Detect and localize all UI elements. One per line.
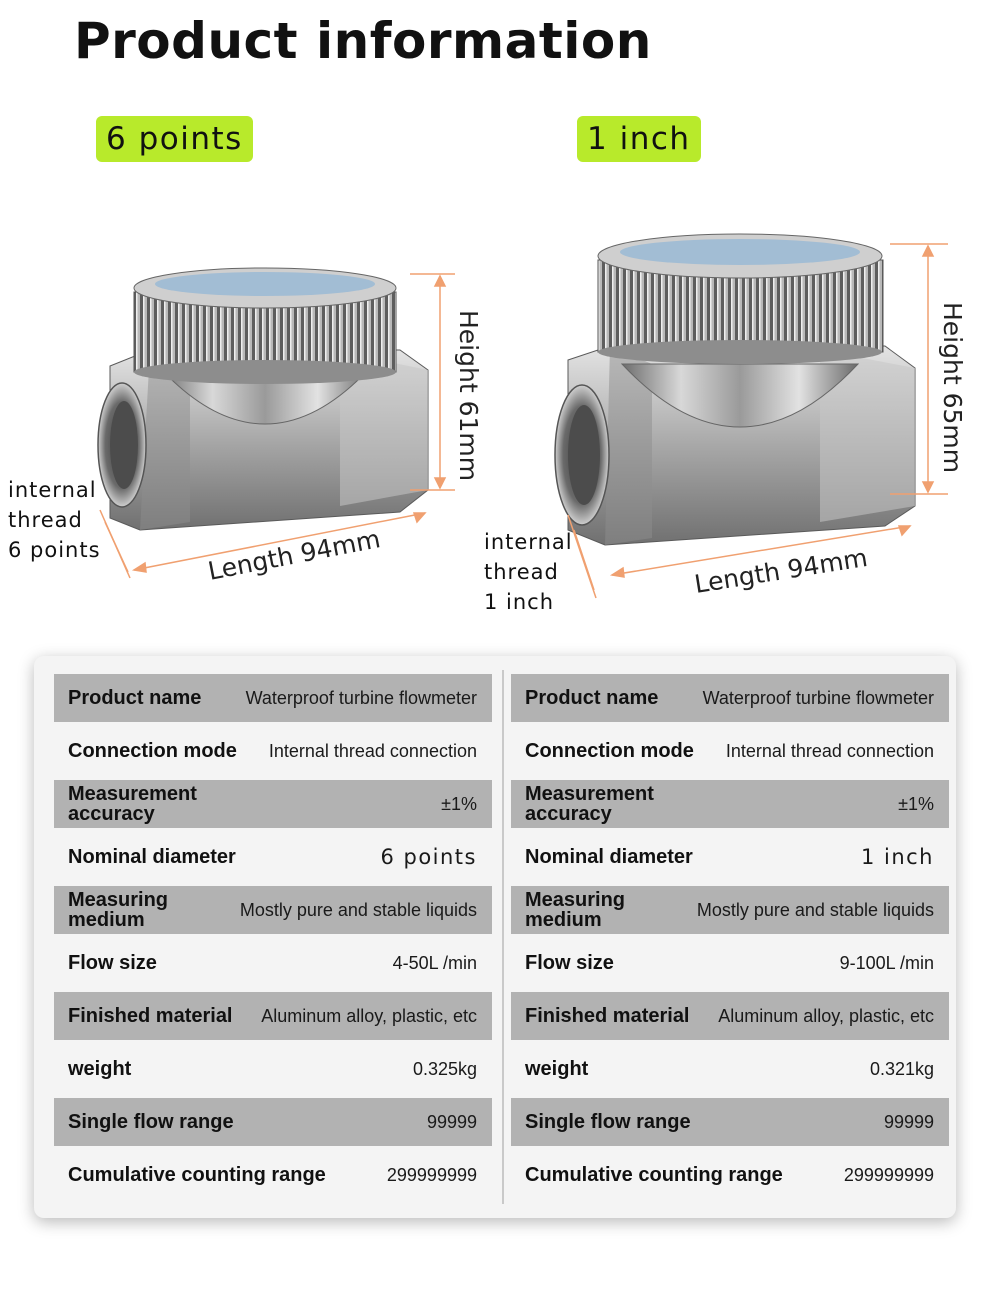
spec-value: 0.325kg <box>412 1058 477 1079</box>
spec-row: Measurement accuracy ±1% <box>54 780 492 828</box>
length-label-6-points: Length 94mm <box>206 524 383 586</box>
spec-row: Product name Waterproof turbine flowmeter <box>54 674 492 722</box>
flowmeter-1-inch-image <box>554 233 916 546</box>
spec-key: Cumulative counting range <box>525 1164 783 1186</box>
spec-key: Single flow range <box>525 1111 691 1133</box>
thread-label-line: thread <box>484 560 559 584</box>
spec-row: Single flow range 99999 <box>511 1098 949 1146</box>
spec-row: Nominal diameter 6 points <box>54 833 492 881</box>
thread-label-line: internal <box>484 530 573 554</box>
spec-key: Finished material <box>68 1005 233 1027</box>
spec-value: Mostly pure and stable liquids <box>239 899 477 920</box>
spec-key: Flow size <box>525 952 614 974</box>
spec-row: Cumulative counting range 299999999 <box>54 1151 492 1199</box>
spec-value: 1 inch <box>860 845 934 869</box>
spec-key: Single flow range <box>68 1111 234 1133</box>
thread-label-line: 6 points <box>8 538 101 562</box>
page-title: Product information <box>74 12 652 70</box>
thread-label-line: internal <box>8 478 97 502</box>
spec-value: ±1% <box>898 793 934 814</box>
spec-row: Finished material Aluminum alloy, plastic… <box>54 992 492 1040</box>
variant-badge-6-points: 6 points <box>96 116 253 162</box>
spec-key: Measuring medium <box>525 889 626 931</box>
spec-value: 99999 <box>426 1111 477 1132</box>
height-label-1-inch: Height 65mm <box>938 302 967 473</box>
spec-key: Flow size <box>68 952 157 974</box>
spec-table-6-points: Product name Waterproof turbine flowmeter… <box>54 674 492 1204</box>
spec-value: Mostly pure and stable liquids <box>696 899 934 920</box>
flowmeter-6-points-image <box>97 267 429 531</box>
thread-label-line: 1 inch <box>484 590 555 614</box>
spec-row: Nominal diameter 1 inch <box>511 833 949 881</box>
spec-row: Flow size 4-50L /min <box>54 939 492 987</box>
column-divider <box>502 670 504 1204</box>
spec-value: 299999999 <box>386 1164 477 1185</box>
spec-key: Nominal diameter <box>68 846 236 868</box>
thread-label-line: thread <box>8 508 83 532</box>
spec-value: 299999999 <box>843 1164 934 1185</box>
spec-panel: Product name Waterproof turbine flowmeter… <box>34 656 956 1218</box>
spec-table-1-inch: Product name Waterproof turbine flowmeter… <box>511 674 949 1204</box>
spec-key: weight <box>525 1058 589 1080</box>
height-label-6-points: Height 61mm <box>454 310 483 481</box>
spec-row: Flow size 9-100L /min <box>511 939 949 987</box>
spec-value: 4-50L /min <box>392 952 477 973</box>
spec-row: Cumulative counting range 299999999 <box>511 1151 949 1199</box>
spec-key: Connection mode <box>68 740 237 762</box>
length-label-1-inch: Length 94mm <box>692 543 869 599</box>
spec-row: Single flow range 99999 <box>54 1098 492 1146</box>
spec-key: Connection mode <box>525 740 694 762</box>
spec-key: Nominal diameter <box>525 846 693 868</box>
spec-row: Measurement accuracy ±1% <box>511 780 949 828</box>
variant-badge-1-inch: 1 inch <box>577 116 701 162</box>
spec-key: Product name <box>68 687 202 709</box>
spec-value: 0.321kg <box>869 1058 934 1079</box>
spec-value: 6 points <box>380 845 477 869</box>
thread-label-1-inch: internal thread 1 inch <box>484 527 573 617</box>
spec-value: 9-100L /min <box>839 952 934 973</box>
spec-row: Measuring medium Mostly pure and stable l… <box>54 886 492 934</box>
spec-key: Finished material <box>525 1005 690 1027</box>
spec-value: Waterproof turbine flowmeter <box>702 687 934 708</box>
spec-value: Aluminum alloy, plastic, etc <box>261 1005 477 1026</box>
thread-label-6-points: internal thread 6 points <box>8 475 101 565</box>
spec-value: Internal thread connection <box>725 740 934 761</box>
spec-row: weight 0.321kg <box>511 1045 949 1093</box>
product-illustrations: Height 61mm Length 94mm Height 65mm Leng… <box>97 233 967 599</box>
spec-row: Measuring medium Mostly pure and stable l… <box>511 886 949 934</box>
spec-key: Measurement accuracy <box>525 783 654 825</box>
spec-row: weight 0.325kg <box>54 1045 492 1093</box>
spec-value: Internal thread connection <box>268 740 477 761</box>
spec-key: Cumulative counting range <box>68 1164 326 1186</box>
spec-value: ±1% <box>441 793 477 814</box>
spec-value: 99999 <box>883 1111 934 1132</box>
spec-value: Waterproof turbine flowmeter <box>245 687 477 708</box>
spec-row: Connection mode Internal thread connectio… <box>511 727 949 775</box>
spec-key: Measurement accuracy <box>68 783 197 825</box>
spec-row: Finished material Aluminum alloy, plastic… <box>511 992 949 1040</box>
spec-key: Product name <box>525 687 659 709</box>
spec-key: weight <box>68 1058 132 1080</box>
spec-key: Measuring medium <box>68 889 169 931</box>
spec-row: Connection mode Internal thread connectio… <box>54 727 492 775</box>
spec-row: Product name Waterproof turbine flowmeter <box>511 674 949 722</box>
spec-value: Aluminum alloy, plastic, etc <box>718 1005 934 1026</box>
